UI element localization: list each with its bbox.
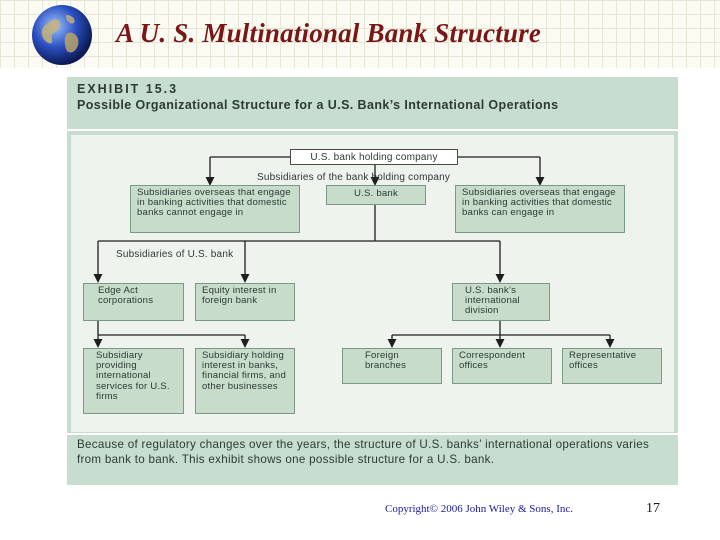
intl-division-box: U.S. bank’s international division [452,283,550,321]
overseas-subs-can-box: Subsidiaries overseas that engage in ban… [455,185,625,233]
foreign-branches-box: Foreign branches [342,348,442,384]
subsidiary-holding-box: Subsidiary holding interest in banks, fi… [195,348,295,414]
edge-act-box: Edge Act corporations [83,283,184,321]
copyright: Copyright© 2006 John Wiley & Sons, Inc. [385,503,573,515]
overseas-subs-cannot-box: Subsidiaries overseas that engage in ban… [130,185,300,233]
exhibit-caption: Because of regulatory changes over the y… [77,438,650,466]
header-band [0,0,720,68]
slide-title: A U. S. Multinational Bank Structure [116,18,542,48]
us-bank-box: U.S. bank [326,185,426,205]
equity-interest-box: Equity interest in foreign bank [195,283,295,321]
bank-subsidiaries-label: Subsidiaries of U.S. bank [116,249,234,260]
divider-top [67,129,678,131]
correspondent-offices-box: Correspondent offices [452,348,552,384]
exhibit-panel: EXHIBIT 15.3 Possible Organizational Str… [67,77,678,485]
divider-bottom [67,433,678,435]
globe-icon [32,5,92,65]
bank-holding-company-box: U.S. bank holding company [290,149,458,165]
exhibit-subtitle: Possible Organizational Structure for a … [77,98,559,112]
subsidiary-services-box: Subsidiary providing international servi… [83,348,184,414]
representative-offices-box: Representative offices [562,348,662,384]
holding-subsidiaries-label: Subsidiaries of the bank holding company [257,172,451,183]
page-number: 17 [646,501,660,516]
exhibit-label: EXHIBIT 15.3 [77,82,179,96]
